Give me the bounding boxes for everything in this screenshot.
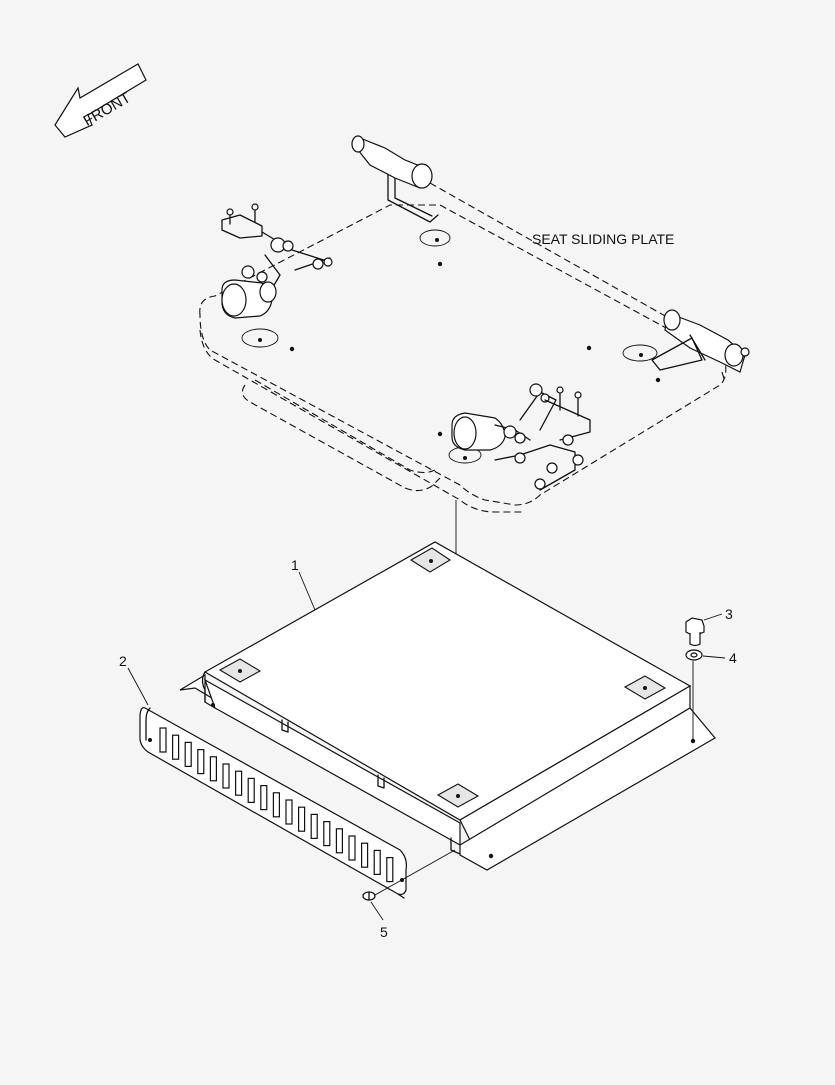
- vent-slot: [184, 741, 192, 768]
- callout-4: 4: [702, 650, 737, 666]
- callout-5: 5: [370, 901, 388, 940]
- vent-slot: [335, 828, 343, 854]
- callout-5-label: 5: [380, 924, 388, 940]
- seat-rail-rear: [351, 135, 439, 223]
- vent-slot: [159, 727, 167, 753]
- vent-slot: [235, 770, 243, 796]
- vent-slot: [172, 734, 180, 760]
- vent-slot: [373, 849, 381, 876]
- vent-slot: [361, 842, 369, 868]
- vent-slot: [247, 777, 255, 804]
- callout-1-label: 1: [291, 557, 299, 573]
- vent-slot: [209, 756, 217, 782]
- vent-slot: [285, 799, 293, 825]
- vent-slot: [348, 835, 356, 861]
- vent-slot: [222, 763, 230, 789]
- seat-slider-left: [221, 203, 333, 319]
- seat-slider-front: [451, 383, 591, 491]
- seat-sliding-plate: SEAT SLIDING PLATE: [199, 135, 750, 513]
- screw: [362, 849, 456, 901]
- callout-2-label: 2: [119, 653, 127, 669]
- vent-slot: [197, 748, 205, 775]
- vent-slot: [386, 856, 394, 883]
- seat-base-bracket: [179, 541, 716, 871]
- callout-4-label: 4: [729, 650, 737, 666]
- vent-slots: [159, 727, 394, 883]
- assembly-label: SEAT SLIDING PLATE: [532, 231, 674, 247]
- vent-slot: [298, 806, 306, 832]
- seat-slider-right: [651, 309, 750, 373]
- callout-3: 3: [703, 606, 733, 622]
- vent-slot: [323, 820, 331, 847]
- cover-plate: [139, 707, 407, 899]
- callout-2: 2: [119, 653, 149, 706]
- bolt: [685, 617, 705, 647]
- washer: [685, 649, 703, 661]
- vent-slot: [310, 813, 318, 840]
- vent-slot: [260, 784, 268, 811]
- plate-hole: [241, 229, 661, 464]
- callout-1: 1: [291, 557, 316, 611]
- callout-3-label: 3: [725, 606, 733, 622]
- front-arrow-icon: FRONT: [54, 63, 147, 138]
- vent-slot: [272, 792, 280, 818]
